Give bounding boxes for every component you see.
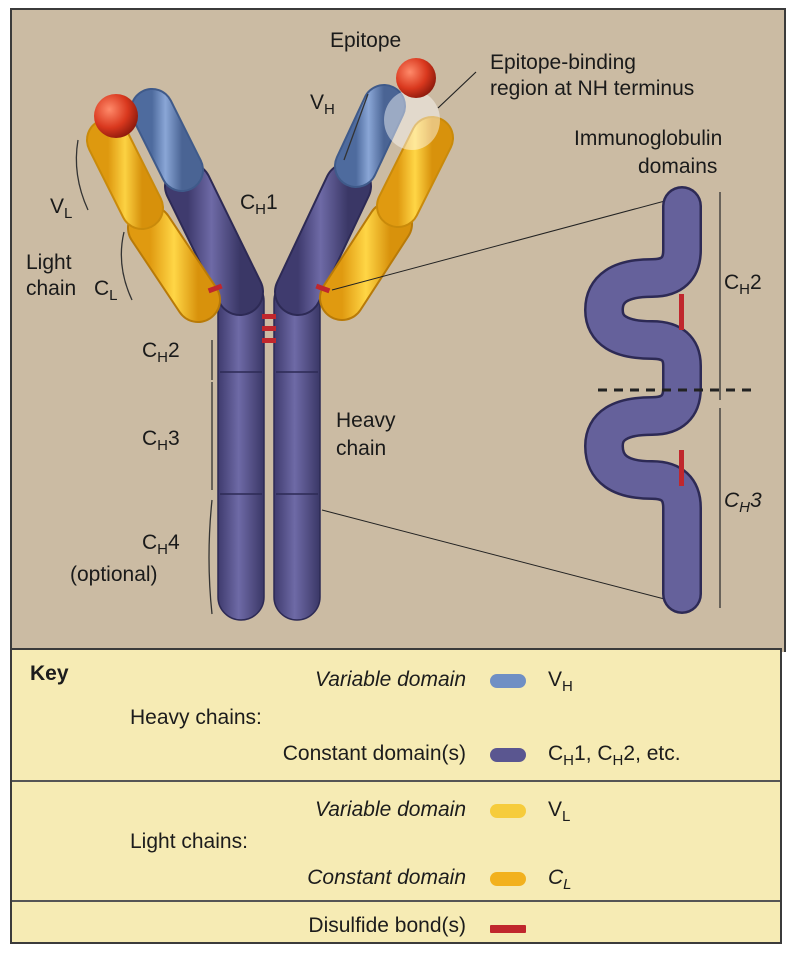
key-light-constant-swatch — [490, 872, 526, 886]
light-chain-label-1: Light — [26, 252, 72, 273]
immunoglobulin-domains-label-2: domains — [638, 156, 717, 177]
vl-label: VL — [50, 196, 72, 217]
ch4-optional-note: (optional) — [70, 564, 158, 585]
ch1-label: CH1 — [240, 192, 278, 213]
heavy-chain-label-1: Heavy — [336, 410, 396, 431]
key-light-constant-label: Constant domain — [307, 866, 466, 890]
vh-label: VH — [310, 92, 335, 113]
key-divider-1 — [12, 780, 780, 782]
epitope-label: Epitope — [330, 30, 401, 51]
key-light-chains-heading: Light chains: — [130, 830, 248, 854]
ch4-label: CH4 — [142, 532, 180, 553]
hinge-disulfide-bonds — [262, 314, 276, 343]
key-panel: Key Variable domain VH Heavy chains: Con… — [10, 648, 782, 944]
heavy-chain-label-2: chain — [336, 438, 386, 459]
ch2-label: CH2 — [142, 340, 180, 361]
key-heavy-variable-swatch — [490, 674, 526, 688]
key-disulfide-label: Disulfide bond(s) — [308, 914, 466, 938]
zoom-ch2-label: CH2 — [724, 272, 762, 293]
zoom-line-bottom — [322, 510, 676, 602]
key-light-variable-swatch — [490, 804, 526, 818]
key-heavy-variable-label: Variable domain — [315, 668, 466, 692]
cl-label: CL — [94, 278, 118, 299]
epitope-left — [94, 94, 138, 138]
heavy-chain-left-stem — [218, 278, 264, 620]
binding-region-label-1: Epitope-binding — [490, 52, 636, 73]
key-heavy-chains-heading: Heavy chains: — [130, 706, 262, 730]
key-divider-2 — [12, 900, 780, 902]
key-heavy-constant-label: Constant domain(s) — [283, 742, 466, 766]
immunoglobulin-domains-label-1: Immunoglobulin — [574, 128, 722, 149]
key-heavy-constant-swatch — [490, 748, 526, 762]
light-chain-label-2: chain — [26, 278, 76, 299]
antibody-diagram-panel: Epitope Epitope-binding region at NH ter… — [10, 8, 786, 652]
zoom-ch3-label: CH3 — [724, 490, 762, 511]
binding-region-leader — [438, 72, 476, 108]
key-title: Key — [30, 662, 69, 686]
key-light-variable-symbol: VL — [548, 798, 570, 822]
epitope-right — [396, 58, 436, 98]
epitope-binding-region-highlight — [384, 90, 440, 150]
key-disulfide-swatch — [490, 925, 526, 933]
key-light-variable-label: Variable domain — [315, 798, 466, 822]
binding-region-label-2: region at NH terminus — [490, 78, 694, 99]
key-heavy-constant-symbol: CH1, CH2, etc. — [548, 742, 681, 766]
heavy-chain-right-stem — [274, 278, 320, 620]
zoomed-immunoglobulin-domains — [604, 206, 684, 594]
key-light-constant-symbol: CL — [548, 866, 572, 890]
antibody-structure-illustration — [12, 10, 784, 652]
ch3-label: CH3 — [142, 428, 180, 449]
key-heavy-variable-symbol: VH — [548, 668, 573, 692]
